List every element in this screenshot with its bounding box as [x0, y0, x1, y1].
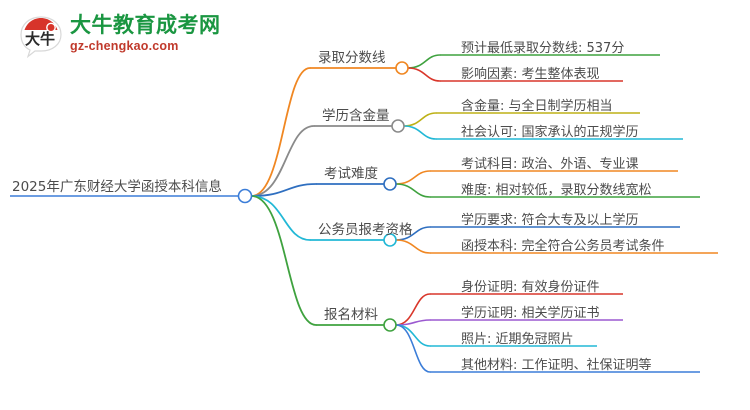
- leaf-connector-2-1: [395, 183, 431, 198]
- leaf-label-4-1: 学历证明: 相关学历证书: [461, 306, 600, 321]
- logo-name-cn: 大牛教育成考网: [70, 13, 221, 37]
- mindmap-connectors: [250, 54, 441, 373]
- root-label: 2025年广东财经大学函授本科信息: [12, 179, 222, 195]
- branch-connector-1: [250, 125, 315, 197]
- branch-connector-4: [250, 195, 317, 326]
- leaf-label-3-1: 函授本科: 完全符合公务员考试条件: [461, 239, 665, 254]
- logo-name-en: gz-chengkao.com: [70, 39, 179, 53]
- branch-label-4: 报名材料: [324, 307, 378, 323]
- branch-node-2: [383, 177, 397, 191]
- mindmap-nodes: [237, 61, 409, 332]
- branch-connector-3: [250, 195, 311, 241]
- branch-label-0: 录取分数线: [318, 50, 386, 66]
- root-node: [237, 188, 253, 204]
- mindmap-underlines: [10, 54, 718, 373]
- branch-node-3: [383, 233, 397, 247]
- leaf-connector-3-1: [395, 239, 431, 254]
- leaf-connector-1-0: [403, 112, 437, 127]
- leaf-label-0-0: 预计最低录取分数线: 537分: [461, 41, 625, 56]
- branch-label-1: 学历含金量: [322, 108, 390, 124]
- leaf-label-4-3: 其他材料: 工作证明、社保证明等: [461, 358, 652, 373]
- leaf-connector-0-1: [407, 67, 441, 82]
- leaf-label-1-1: 社会认可: 国家承认的正规学历: [461, 125, 639, 140]
- leaf-connector-1-1: [403, 125, 437, 140]
- branch-node-4: [383, 318, 397, 332]
- leaf-label-2-1: 难度: 相对较低，录取分数线宽松: [461, 183, 652, 198]
- leaf-connector-2-0: [395, 170, 431, 185]
- logo-mark-icon: 大牛: [18, 14, 64, 59]
- branch-label-2: 考试难度: [324, 166, 378, 182]
- leaf-label-4-0: 身份证明: 有效身份证件: [461, 280, 600, 295]
- leaf-label-1-0: 含金量: 与全日制学历相当: [461, 99, 613, 114]
- leaf-label-3-0: 学历要求: 符合大专及以上学历: [461, 213, 639, 228]
- site-logo: 大牛 大牛教育成考网 gz-chengkao.com: [18, 12, 248, 60]
- leaf-connector-0-0: [407, 54, 441, 69]
- branch-label-3: 公务员报考资格: [318, 222, 413, 238]
- leaf-connector-4-3: [395, 324, 431, 373]
- leaf-label-0-1: 影响因素: 考生整体表现: [461, 67, 600, 82]
- leaf-connector-4-1: [395, 319, 431, 326]
- branch-connector-0: [250, 67, 311, 197]
- leaf-label-2-0: 考试科目: 政治、外语、专业课: [461, 157, 639, 172]
- branch-node-1: [391, 119, 405, 133]
- leaf-label-4-2: 照片: 近期免冠照片: [461, 332, 574, 347]
- leaf-connector-4-2: [395, 324, 431, 347]
- logo-mark-text: 大牛: [25, 30, 55, 48]
- branch-node-0: [395, 61, 409, 75]
- branch-connector-2: [250, 183, 317, 197]
